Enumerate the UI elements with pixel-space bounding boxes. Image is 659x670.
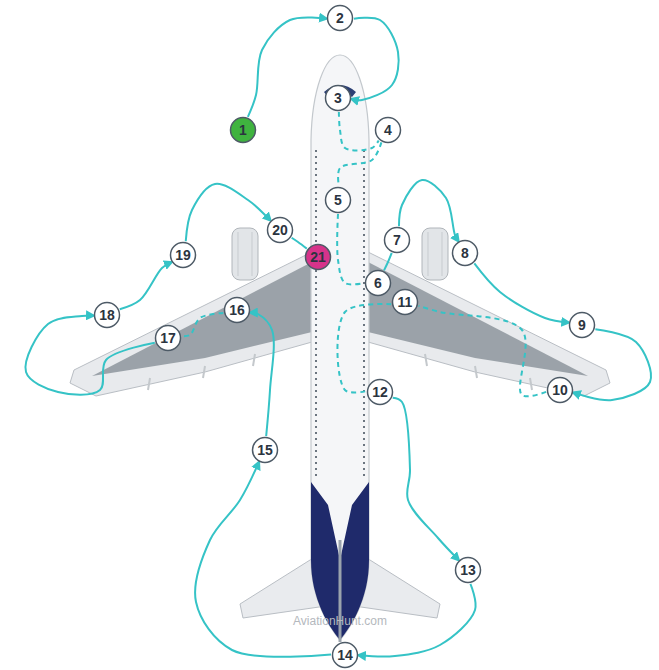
callout-circle — [456, 558, 481, 583]
cabin-windows — [315, 150, 317, 478]
callout-circle — [326, 86, 351, 111]
callout-number: 5 — [334, 193, 342, 207]
inspection-route-dashed — [339, 112, 379, 150]
wing-surface — [368, 262, 588, 376]
callout-circle — [253, 438, 278, 463]
inspection-route-dashed — [418, 306, 546, 397]
callout-number: 17 — [160, 331, 176, 345]
callout-number: 7 — [393, 233, 401, 247]
callout-number: 4 — [384, 123, 392, 137]
callout-number: 5 — [324, 186, 352, 214]
callout-number: 16 — [229, 303, 245, 317]
walkaround-route — [25, 316, 154, 395]
callout-number: 15 — [251, 436, 279, 464]
callout-number: 3 — [334, 91, 342, 105]
callout-number: 20 — [266, 216, 294, 244]
callout-number: 4 — [374, 116, 402, 144]
callout-number: 8 — [451, 239, 479, 267]
callout-number: 17 — [154, 324, 182, 352]
callout-circle — [570, 313, 595, 338]
callout-number: 1 — [239, 123, 247, 137]
callout-circle — [385, 228, 410, 253]
cabin-windows — [363, 150, 365, 478]
walkaround-route — [574, 329, 651, 400]
callout-number: 2 — [326, 4, 354, 32]
callout-number: 12 — [372, 385, 388, 399]
callout-circle — [268, 218, 293, 243]
callout-number: 11 — [391, 288, 419, 316]
wing — [70, 252, 312, 396]
callout-number: 14 — [331, 641, 359, 669]
callout-number: 15 — [257, 443, 273, 457]
watermark: AviationHunt.com — [293, 614, 387, 628]
walkaround-route — [474, 263, 568, 322]
callout-number: 9 — [578, 318, 586, 332]
walkaround-route — [393, 398, 459, 560]
callout-number: 7 — [383, 226, 411, 254]
callout-number: 10 — [552, 383, 568, 397]
callout-circle — [326, 188, 351, 213]
walkaround-route — [384, 253, 392, 270]
callout-number: 16 — [223, 296, 251, 324]
wing — [368, 252, 610, 396]
callout-number: 10 — [546, 376, 574, 404]
callout-circle — [171, 243, 196, 268]
callout-circle — [225, 298, 250, 323]
callout-circle — [328, 6, 353, 31]
callout-circle — [368, 380, 393, 405]
callout-number: 21 — [310, 250, 326, 264]
callout-number: 2 — [336, 11, 344, 25]
walkaround-route — [120, 262, 171, 309]
callout-circle — [95, 303, 120, 328]
walkaround-route — [292, 238, 307, 249]
callout-number: 9 — [568, 311, 596, 339]
callout-circle — [548, 378, 573, 403]
inspection-route-dashed — [182, 313, 223, 336]
callout-number: 20 — [272, 223, 288, 237]
callout-circle — [453, 241, 478, 266]
walkaround-route — [399, 180, 458, 241]
callout-circle — [231, 118, 256, 143]
callout-circle — [366, 271, 391, 296]
callout-number: 8 — [461, 246, 469, 260]
walkaround-route — [186, 184, 270, 241]
callout-number: 18 — [99, 308, 115, 322]
callout-number: 6 — [364, 269, 392, 297]
callout-circle — [333, 643, 358, 668]
callout-number: 13 — [460, 563, 476, 577]
callout-number: 12 — [366, 378, 394, 406]
walkaround-route — [352, 18, 399, 101]
callout-number: 19 — [169, 241, 197, 269]
wing-surface — [92, 262, 312, 376]
callout-circle — [306, 245, 331, 270]
inspection-route-dashed — [338, 142, 381, 186]
callout-number: 3 — [324, 84, 352, 112]
callout-number: 6 — [374, 276, 382, 290]
callout-circle — [376, 118, 401, 143]
callout-number: 13 — [454, 556, 482, 584]
walkaround-route — [251, 313, 274, 436]
callout-circle — [393, 290, 418, 315]
callout-number: 14 — [337, 648, 353, 662]
inspection-route-dashed — [337, 214, 364, 284]
walkaround-route — [248, 17, 326, 116]
callout-number: 1 — [229, 116, 257, 144]
callout-number: 21 — [304, 243, 332, 271]
callout-circle — [156, 326, 181, 351]
callout-number: 11 — [398, 295, 413, 309]
callout-number: 19 — [175, 248, 191, 262]
callout-number: 18 — [93, 301, 121, 329]
